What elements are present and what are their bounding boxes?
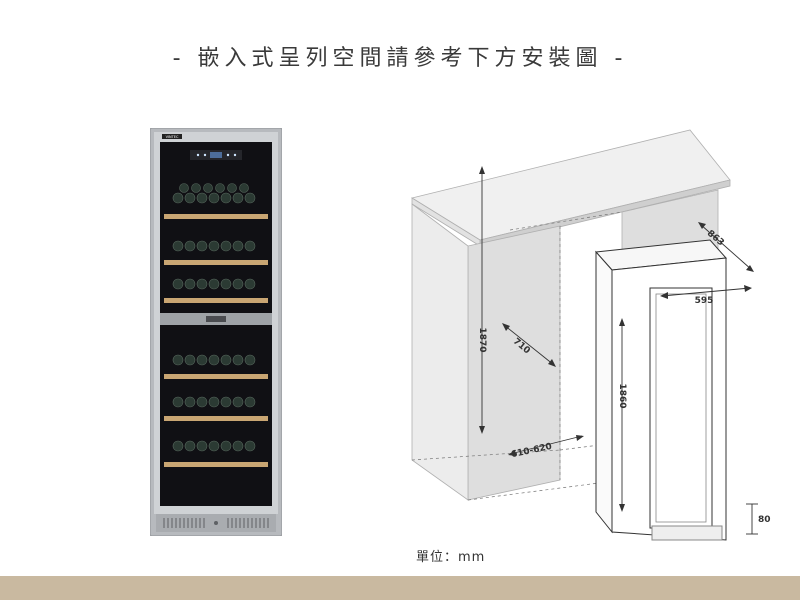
dim-plinth-height: 80	[758, 515, 771, 525]
fridge-outline	[594, 239, 728, 541]
dim-cabinet-height: 1870	[477, 327, 487, 352]
brand-label: VINTEC	[166, 135, 179, 139]
shelf	[164, 298, 268, 303]
dim-unit-width: 595	[695, 296, 714, 306]
shelf	[164, 374, 268, 379]
dim-unit-height: 1860	[617, 383, 627, 408]
shelf	[164, 214, 268, 219]
shelf	[164, 462, 268, 467]
shelf	[164, 416, 268, 421]
footer-bar	[0, 576, 800, 600]
installation-diagram: 1870 710 610-620 863 595 1860 80	[410, 129, 771, 541]
bottle-rows	[164, 183, 268, 467]
dimension-annotations	[479, 166, 758, 535]
page-title: - 嵌入式呈列空間請參考下方安裝圖 -	[172, 46, 628, 71]
shelf	[164, 260, 268, 265]
brand-badge	[162, 134, 182, 139]
wine-fridge-image: VINTEC	[150, 128, 282, 536]
unit-label: 單位：mm	[416, 550, 486, 565]
